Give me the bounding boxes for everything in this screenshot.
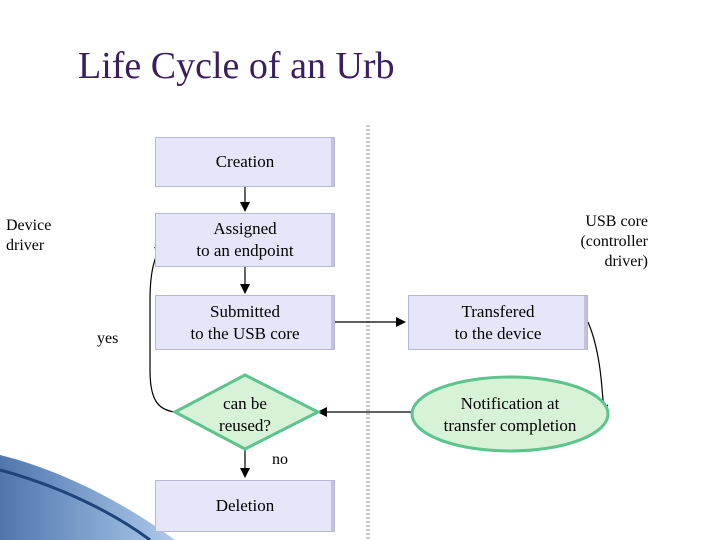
notification-label: Notification at transfer completion <box>443 394 577 435</box>
deletion-node: Deletion <box>155 480 335 532</box>
reuse-decision-label: can be reused? <box>219 394 271 435</box>
assigned-node: Assigned to an endpoint <box>155 213 335 267</box>
decision-diamond-shape <box>171 373 322 451</box>
usb-core-label: USB core (controller driver) <box>580 213 648 270</box>
slide-title: Life Cycle of an Urb <box>78 45 395 87</box>
notification-ellipse-shape <box>410 375 610 453</box>
submitted-node: Submitted to the USB core <box>155 295 335 350</box>
no-edge-label: no <box>272 451 288 468</box>
creation-node: Creation <box>155 137 335 187</box>
device-driver-label: Device driver <box>6 217 52 254</box>
yes-edge-label: yes <box>97 330 119 347</box>
decorative-swoosh <box>0 455 175 540</box>
transfered-node: Transfered to the device <box>408 295 588 350</box>
